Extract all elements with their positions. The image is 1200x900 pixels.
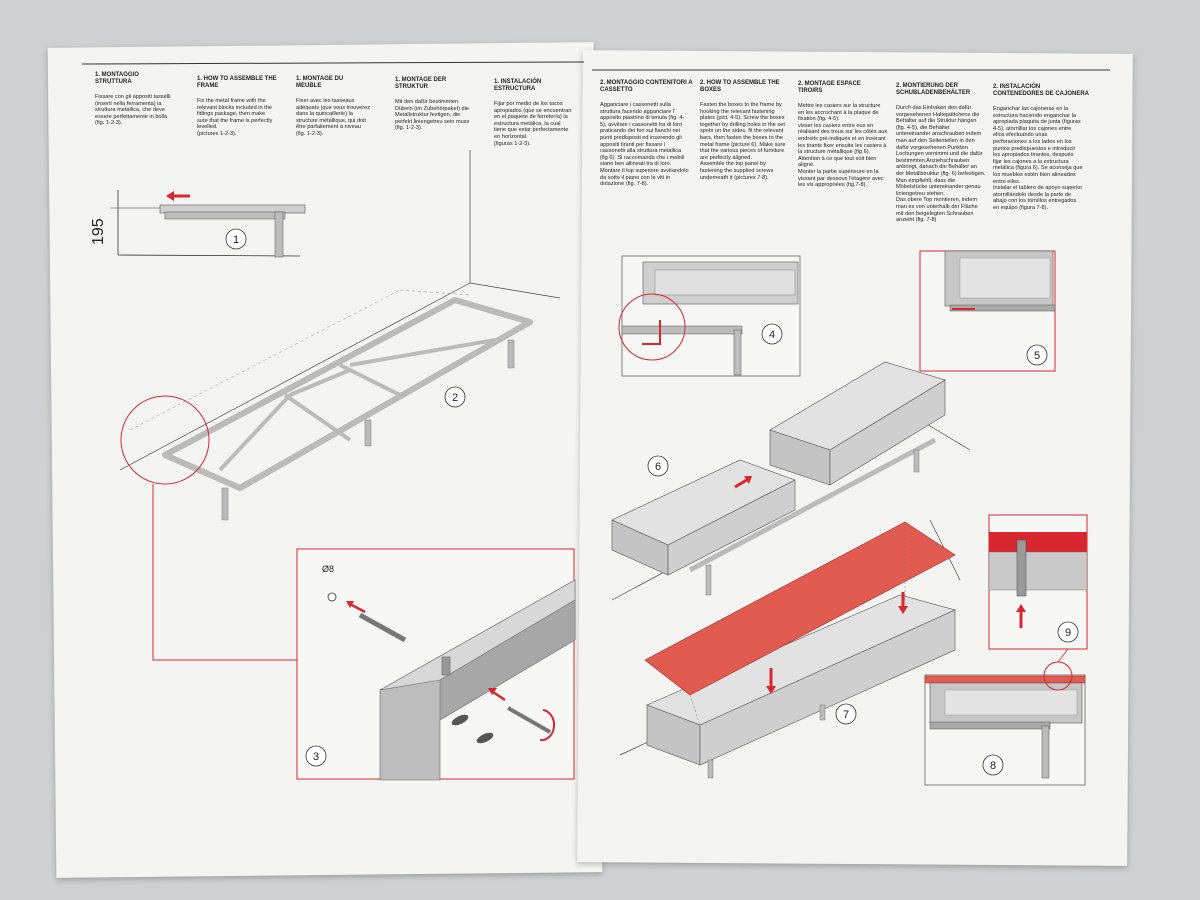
section-body: Agganciare i cassonetti sulla struttura … bbox=[600, 102, 689, 188]
fig1-number: 1 bbox=[233, 234, 239, 246]
section-body: Fijar por medio de los tacos apropiados … bbox=[494, 101, 572, 147]
fig8-diagram bbox=[924, 661, 1086, 786]
section-heading: 2. MONTAGE ESPACE TIROIRS bbox=[798, 81, 861, 94]
right-col-de: 2. MONTIERUNG DER SCHUBLADENBEHÄLTER Dur… bbox=[896, 83, 988, 224]
left-col-es: 1. INSTALACIÓN ESTRUCTURA Fijar por medi… bbox=[494, 79, 586, 147]
left-col-en: 1. HOW TO ASSEMBLE THE FRAME Fix the met… bbox=[197, 76, 292, 138]
section-heading: 2. MONTIERUNG DER SCHUBLADENBEHÄLTER bbox=[896, 83, 971, 96]
dimension-label: 195 bbox=[90, 218, 107, 245]
section-heading: 2. INSTALACIÓN CONTENEDORES DE CAJONERA bbox=[993, 84, 1090, 97]
right-col-fr: 2. MONTAGE ESPACE TIROIRS Mettre les cas… bbox=[798, 81, 890, 189]
left-col-it: 1. MONTAGGIO STRUTTURA Fissare con gli a… bbox=[95, 72, 190, 127]
left-col-fr: 1. MONTAGE DU MEUBLE Fixer avec les tass… bbox=[296, 76, 391, 138]
section-body: Durch das Einhaken des dafür vorgesehene… bbox=[896, 105, 986, 224]
fig9-number: 9 bbox=[1065, 627, 1071, 639]
fig6-diagram bbox=[611, 361, 971, 601]
fig1-diagram bbox=[110, 190, 306, 258]
section-body: Mit den dafür bestimmten Dübeln (im Zube… bbox=[395, 99, 470, 132]
fig5-diagram bbox=[919, 250, 1056, 372]
right-col-es: 2. INSTALACIÓN CONTENEDORES DE CAJONERA … bbox=[993, 84, 1091, 212]
fig4-number: 4 bbox=[769, 329, 775, 341]
section-body: Fasten the boxes to the frame by hooking… bbox=[700, 102, 786, 181]
section-heading: 1. MONTAGGIO STRUTTURA bbox=[95, 72, 139, 85]
section-body: Fix the metal frame with the relevant bl… bbox=[197, 98, 273, 137]
fig6-number: 6 bbox=[655, 461, 661, 473]
section-heading: 1. MONTAGE DER STRUKTUR bbox=[395, 77, 447, 90]
section-body: Enganchar las cajoneras en la estructura… bbox=[993, 106, 1083, 211]
fig9-diagram bbox=[988, 514, 1088, 663]
right-col-it: 2. MONTAGGIO CONTENITORI A CASSETTO Agga… bbox=[600, 80, 696, 188]
fig3-number: 3 bbox=[313, 751, 319, 763]
left-col-de: 1. MONTAGE DER STRUKTUR Mit den dafür be… bbox=[395, 77, 490, 132]
diameter-label: Ø8 bbox=[322, 564, 334, 574]
fig7-diagram bbox=[619, 519, 961, 779]
section-heading: 1. MONTAGE DU MEUBLE bbox=[296, 76, 344, 89]
left-header-rule bbox=[81, 61, 585, 65]
fig2-number: 2 bbox=[452, 392, 458, 404]
right-col-en: 2. HOW TO ASSEMBLE THE BOXES Fasten the … bbox=[700, 80, 795, 181]
section-heading: 2. MONTAGGIO CONTENITORI A CASSETTO bbox=[600, 80, 693, 93]
section-heading: 2. HOW TO ASSEMBLE THE BOXES bbox=[700, 80, 780, 93]
fig8-number: 8 bbox=[990, 760, 996, 772]
fig4-diagram bbox=[618, 255, 801, 377]
fig7-number: 7 bbox=[843, 709, 849, 721]
section-heading: 1. INSTALACIÓN ESTRUCTURA bbox=[494, 79, 542, 92]
section-heading: 1. HOW TO ASSEMBLE THE FRAME bbox=[197, 76, 277, 89]
section-body: Fixer avec les tasseaux adéquats (que vo… bbox=[296, 98, 371, 137]
fig5-number: 5 bbox=[1034, 350, 1040, 362]
section-body: Fissare con gli appositi tasselli (inser… bbox=[95, 94, 171, 127]
fig3-detail-diagram bbox=[296, 548, 576, 781]
section-body: Mettre les casiers sur la structure en l… bbox=[798, 103, 888, 189]
fig2-frame-diagram bbox=[119, 150, 561, 661]
